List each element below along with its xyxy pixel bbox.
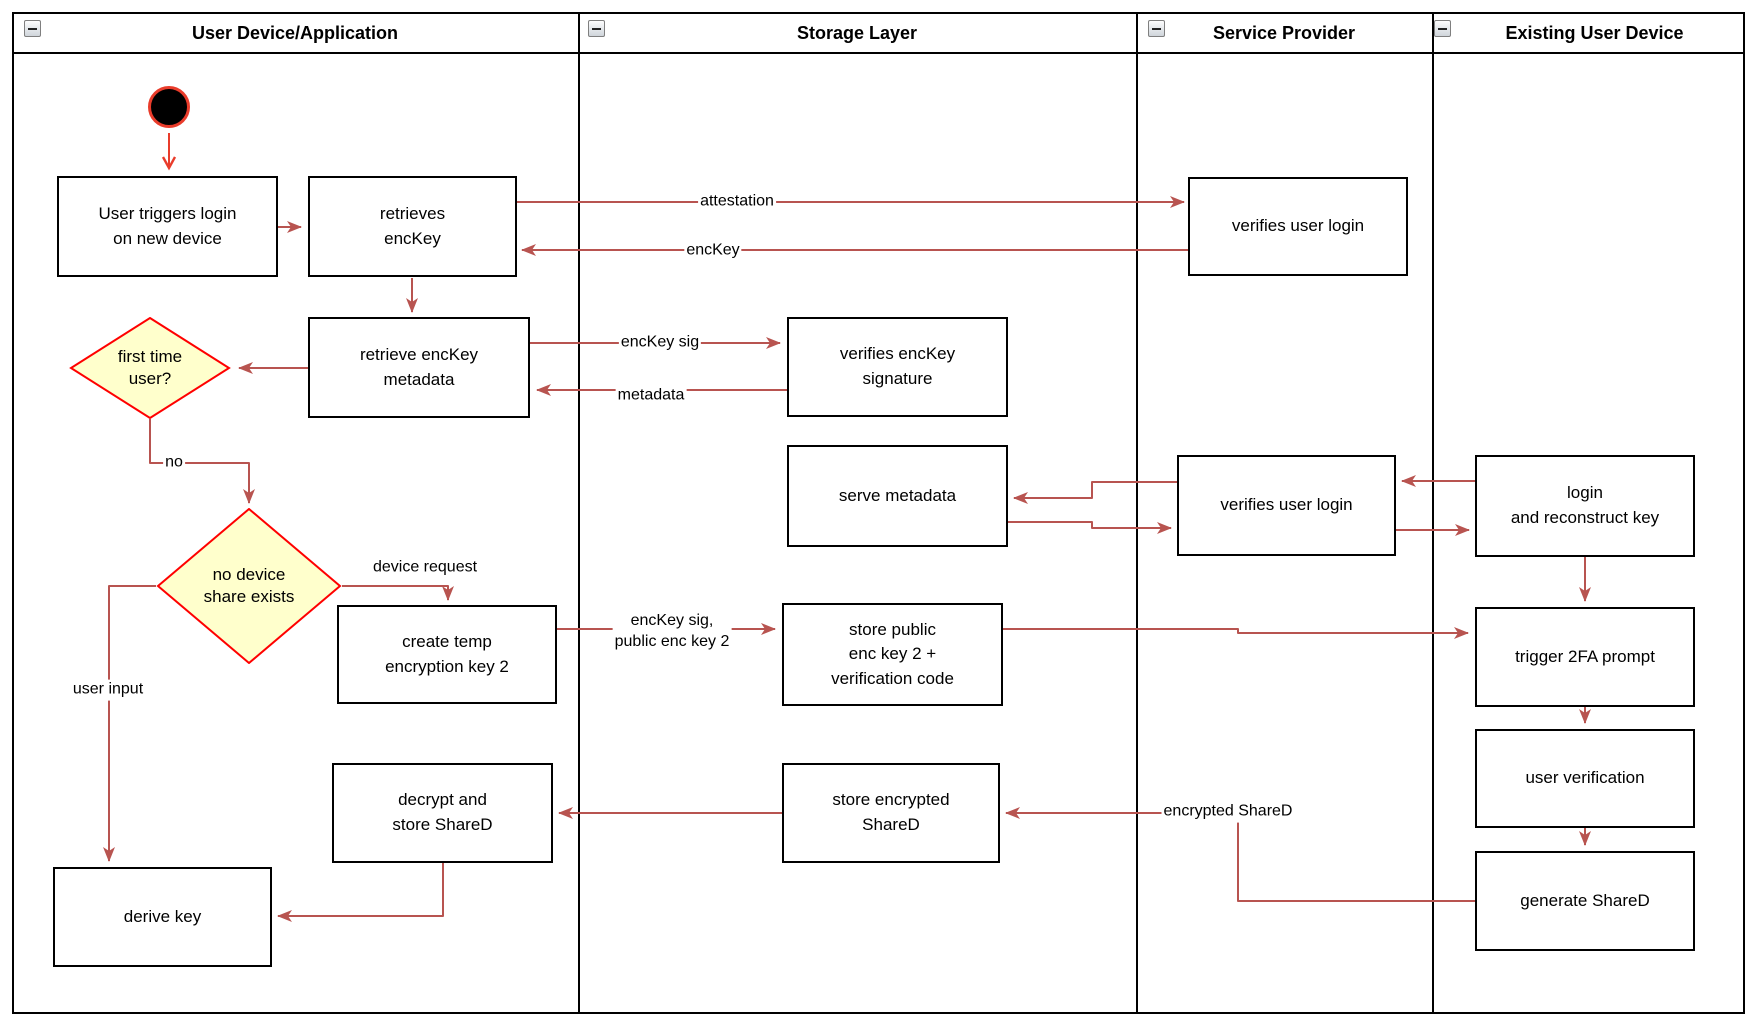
node-label: store public enc key 2 + verification co… — [831, 619, 954, 688]
edge-label-device-request: device request — [372, 558, 478, 576]
node-user-triggers-login[interactable]: User triggers login on new device — [57, 176, 278, 277]
node-create-temp-key[interactable]: create temp encryption key 2 — [337, 605, 557, 704]
lane-title-existing-user-device: Existing User Device — [1505, 23, 1684, 43]
minus-icon — [1438, 28, 1447, 30]
node-label: generate ShareD — [1520, 890, 1650, 910]
lane-title-service-provider: Service Provider — [1212, 23, 1356, 43]
node-store-public-key[interactable]: store public enc key 2 + verification co… — [782, 603, 1003, 706]
node-label: retrieves encKey — [379, 203, 446, 248]
edge-device-request — [342, 585, 454, 601]
collapse-icon[interactable] — [1434, 20, 1451, 37]
edge-label-user-input: user input — [70, 679, 146, 701]
lane-divider — [1432, 12, 1434, 1014]
lane-divider — [1136, 12, 1138, 1014]
node-serve-metadata[interactable]: serve metadata — [787, 445, 1008, 547]
node-generate-shared[interactable]: generate ShareD — [1475, 851, 1695, 951]
decision-label: no device share exists — [203, 564, 295, 606]
diagram-border — [12, 12, 1745, 1014]
edge-label-encrypted-shared: encrypted ShareD — [1161, 801, 1295, 823]
node-store-encrypted-shared[interactable]: store encrypted ShareD — [782, 763, 1000, 863]
edge-user-input — [103, 585, 156, 862]
node-label: serve metadata — [838, 485, 957, 505]
collapse-icon[interactable] — [1148, 20, 1165, 37]
node-derive-key[interactable]: derive key — [53, 867, 272, 967]
node-trigger-2fa[interactable]: trigger 2FA prompt — [1475, 607, 1695, 707]
node-label: verifies user login — [1231, 216, 1365, 236]
decision-no-device-share[interactable]: no device share exists — [156, 508, 342, 664]
lane-divider — [578, 12, 580, 1014]
diamond-shape — [156, 508, 342, 664]
node-label: login and reconstruct key — [1510, 483, 1660, 527]
node-verifies-enckey-signature[interactable]: verifies encKey signature — [787, 317, 1008, 417]
edge-encrypted-shared — [1005, 807, 1475, 902]
edge-label-metadata: metadata — [615, 385, 687, 407]
node-retrieves-enckey[interactable]: retrieves encKey — [308, 176, 517, 277]
edge-no-branch — [149, 419, 255, 504]
edge-label-enckey: encKey — [684, 240, 742, 262]
edge-store-to-2fa — [1003, 627, 1469, 639]
node-login-reconstruct-key[interactable]: login and reconstruct key — [1475, 455, 1695, 557]
start-node[interactable] — [148, 86, 190, 128]
collapse-icon[interactable] — [588, 20, 605, 37]
node-verifies-user-login-mid[interactable]: verifies user login — [1177, 455, 1396, 556]
node-label: retrieve encKey metadata — [359, 344, 479, 389]
edge-decrypt-to-derive — [277, 863, 444, 922]
lane-title-storage-layer: Storage Layer — [796, 23, 918, 43]
node-user-verification[interactable]: user verification — [1475, 729, 1695, 828]
node-label: create temp encryption key 2 — [385, 631, 509, 676]
lane-title-user-device: User Device/Application — [191, 23, 399, 43]
node-label: trigger 2FA prompt — [1515, 646, 1655, 666]
node-label: store encrypted ShareD — [832, 790, 950, 834]
edge-label-attestation: attestation — [698, 191, 776, 213]
node-decrypt-store-shared[interactable]: decrypt and store ShareD — [332, 763, 553, 863]
minus-icon — [28, 28, 37, 30]
header-divider — [12, 52, 1745, 54]
node-label: verifies encKey signature — [839, 344, 956, 388]
edge-label-no: no — [163, 452, 185, 474]
edge-serve-metadata-to-verify — [1008, 521, 1172, 534]
node-verifies-user-login-top[interactable]: verifies user login — [1188, 177, 1408, 276]
edge-label-enckey-sig-public: encKey sig, public enc key 2 — [612, 611, 732, 653]
decision-label: first time user? — [117, 346, 183, 388]
node-label: user verification — [1525, 768, 1645, 788]
minus-icon — [1152, 28, 1161, 30]
node-label: User triggers login on new device — [98, 203, 237, 248]
minus-icon — [592, 28, 601, 30]
node-label: verifies user login — [1220, 495, 1353, 515]
edge-label-enckey-sig: encKey sig — [618, 332, 702, 354]
node-label: decrypt and store ShareD — [392, 790, 493, 834]
collapse-icon[interactable] — [24, 20, 41, 37]
node-retrieve-enckey-metadata[interactable]: retrieve encKey metadata — [308, 317, 530, 418]
node-label: derive key — [123, 906, 202, 926]
diamond-shape — [69, 317, 231, 419]
edge-verify-to-serve-metadata — [1013, 481, 1177, 504]
decision-first-time-user[interactable]: first time user? — [69, 317, 231, 419]
